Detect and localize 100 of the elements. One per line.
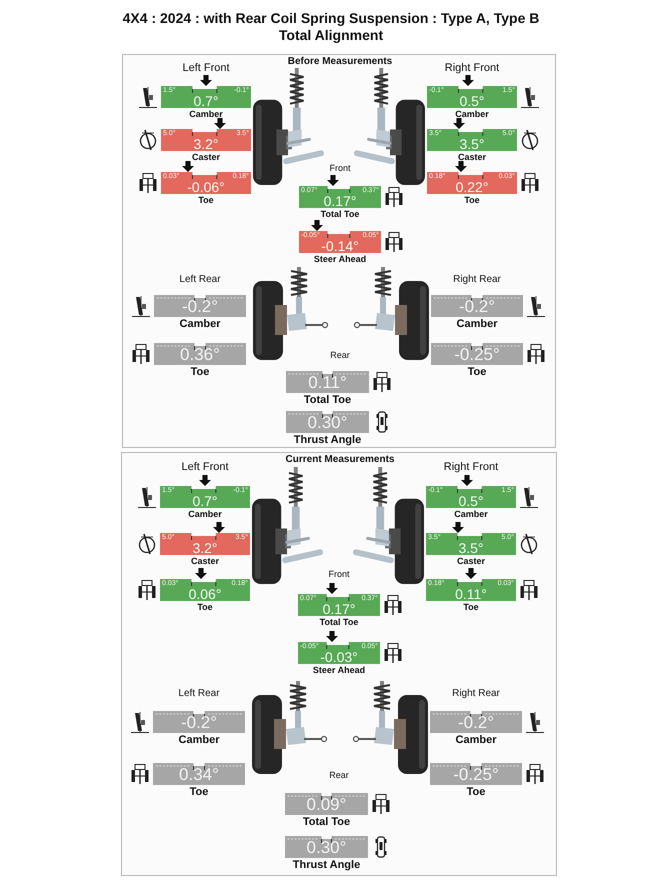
measurement-caption: Toe xyxy=(198,195,214,205)
measurement-caption: Caster xyxy=(457,556,485,566)
measurement-value: -0.25° xyxy=(453,765,499,784)
measurement-caption: Caster xyxy=(458,152,486,162)
measurement-caption: Total Toe xyxy=(320,209,360,219)
measurement-value: 3.2° xyxy=(192,541,218,555)
measurement-caption: Camber xyxy=(178,734,220,746)
measurement-value: 0.5° xyxy=(458,494,484,508)
measurement-caption: Camber xyxy=(189,109,223,119)
measurement-caption: Steer Ahead xyxy=(312,665,366,675)
measurement-value: 3.5° xyxy=(458,541,484,555)
measurement-gauge xyxy=(153,763,245,785)
section-label: Rear xyxy=(330,350,350,360)
measurement-panel xyxy=(122,54,556,448)
subtitle: Total Alignment xyxy=(278,27,384,43)
measurement-caption: Thrust Angle xyxy=(292,859,360,871)
measurement-value: -0.2° xyxy=(458,297,496,316)
measurement-caption: Steer Ahead xyxy=(314,254,366,264)
measurement-caption: Toe xyxy=(190,786,208,798)
measurement-gauge xyxy=(161,129,251,151)
measurement-caption: Toe xyxy=(468,366,486,378)
measurement-caption: Toe xyxy=(466,786,486,798)
measurement-value: 0.06° xyxy=(188,587,222,601)
section-label: Right Front xyxy=(444,62,500,74)
measurement-value: -0.06° xyxy=(187,180,225,194)
measurement-value: 3.2° xyxy=(193,137,219,151)
measurement-gauge xyxy=(285,793,368,815)
measurement-value: -0.2° xyxy=(458,713,494,732)
measurement-caption: Camber xyxy=(456,734,496,746)
measurement-gauge xyxy=(430,763,522,785)
measurement-gauge xyxy=(299,231,381,253)
measurement-value: 0.11° xyxy=(308,373,347,392)
section-label: Front xyxy=(330,163,350,173)
measurement-value: -0.2° xyxy=(182,297,218,316)
section-label: Rear xyxy=(329,770,349,780)
measurement-value: 0.30° xyxy=(306,838,346,857)
measurement-caption: Toe xyxy=(464,195,480,205)
measurement-value: 0.17° xyxy=(322,602,356,616)
measurement-gauge xyxy=(431,295,523,317)
measurement-gauge xyxy=(285,836,368,858)
section-label: Left Rear xyxy=(178,688,220,699)
measurement-gauge xyxy=(430,711,522,733)
measurement-gauge xyxy=(427,172,517,194)
panel-heading: Current Measurements xyxy=(286,454,394,465)
measurement-gauge xyxy=(160,533,250,555)
measurement-caption: Camber xyxy=(180,318,220,330)
measurement-gauge xyxy=(426,486,516,508)
section-label: Right Front xyxy=(444,461,498,473)
measurement-value: 0.5° xyxy=(459,94,485,108)
measurement-value: 0.7° xyxy=(192,494,218,508)
measurement-value: 3.5° xyxy=(459,137,485,151)
measurement-value: -0.2° xyxy=(180,713,218,732)
measurement-caption: Camber xyxy=(455,109,489,119)
measurement-value: 0.30° xyxy=(308,413,348,432)
measurement-gauge xyxy=(427,86,517,108)
section-label: Left Front xyxy=(182,62,230,74)
measurement-caption: Camber xyxy=(188,509,222,519)
measurement-gauge xyxy=(286,411,369,433)
measurement-value: -0.03° xyxy=(320,650,358,664)
section-label: Left Rear xyxy=(179,274,221,285)
measurement-caption: Toe xyxy=(197,602,213,612)
section-label: Right Rear xyxy=(453,274,501,285)
measurement-gauge xyxy=(426,579,516,601)
measurement-value: 0.22° xyxy=(456,180,488,194)
measurement-panel xyxy=(121,452,557,876)
measurement-caption: Toe xyxy=(190,366,210,378)
measurement-caption: Caster xyxy=(191,556,219,566)
section-label: Left Front xyxy=(181,461,229,473)
measurement-caption: Total Toe xyxy=(320,617,358,627)
measurement-gauge xyxy=(431,343,523,365)
measurement-caption: Total Toe xyxy=(304,394,352,406)
measurement-caption: Total Toe xyxy=(302,816,350,828)
measurement-caption: Caster xyxy=(192,152,220,162)
panel-heading: Before Measurements xyxy=(288,56,392,67)
measurement-value: 0.11° xyxy=(455,587,487,601)
measurement-caption: Camber xyxy=(454,509,488,519)
measurement-value: 0.09° xyxy=(306,795,346,814)
measurement-gauge xyxy=(298,642,380,664)
measurement-value: 0.34° xyxy=(179,765,219,784)
measurement-value: -0.25° xyxy=(454,345,500,364)
measurement-caption: Thrust Angle xyxy=(294,434,362,446)
measurement-gauge xyxy=(160,579,250,601)
measurement-caption: Toe xyxy=(463,602,479,612)
measurement-gauge xyxy=(161,86,251,108)
measurement-gauge xyxy=(426,533,516,555)
section-label: Right Rear xyxy=(452,688,500,699)
measurement-gauge xyxy=(298,594,380,616)
measurement-value: 0.7° xyxy=(193,94,219,108)
measurement-gauge xyxy=(427,129,517,151)
measurement-gauge xyxy=(154,295,246,317)
measurement-gauge xyxy=(286,371,369,393)
measurement-caption: Camber xyxy=(456,318,498,330)
measurement-value: 0.17° xyxy=(324,194,356,208)
section-label: Front xyxy=(328,569,350,579)
measurement-value: -0.14° xyxy=(321,239,359,253)
measurement-gauge xyxy=(160,486,250,508)
title: 4X4 : 2024 : with Rear Coil Spring Suspension : Type A, Type B xyxy=(122,10,540,26)
measurement-gauge xyxy=(161,172,251,194)
measurement-gauge xyxy=(153,711,245,733)
measurement-gauge xyxy=(299,186,381,208)
